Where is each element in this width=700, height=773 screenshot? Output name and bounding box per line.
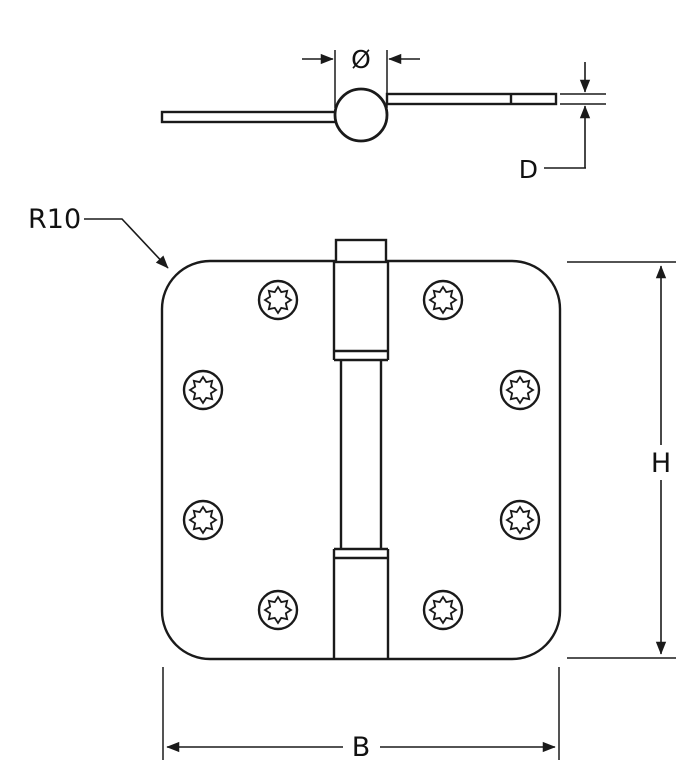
- width-label: B: [352, 732, 371, 763]
- side-view-knuckle-barrel: [333, 87, 389, 143]
- corner-radius-label: R10: [28, 204, 81, 235]
- side-view-left-leaf: [160, 110, 338, 124]
- leaf-thickness-label: D: [519, 155, 538, 184]
- barrel-top-cap: [334, 238, 388, 264]
- height-label: H: [651, 448, 671, 479]
- dimension-leaf-thickness: D: [519, 62, 606, 184]
- front-view: [160, 238, 562, 661]
- side-view-right-leaf: [385, 92, 558, 106]
- dimension-height: H: [567, 261, 676, 659]
- radius-leader-arrow: [84, 218, 169, 269]
- barrel: [332, 238, 390, 659]
- side-view: [160, 87, 558, 143]
- hinge-plate: [160, 259, 562, 661]
- dimension-width: B: [162, 667, 560, 763]
- radius-callout: R10: [28, 204, 169, 269]
- dimension-pin-diameter: Ø: [302, 45, 420, 108]
- pin-diameter-label: Ø: [351, 45, 371, 74]
